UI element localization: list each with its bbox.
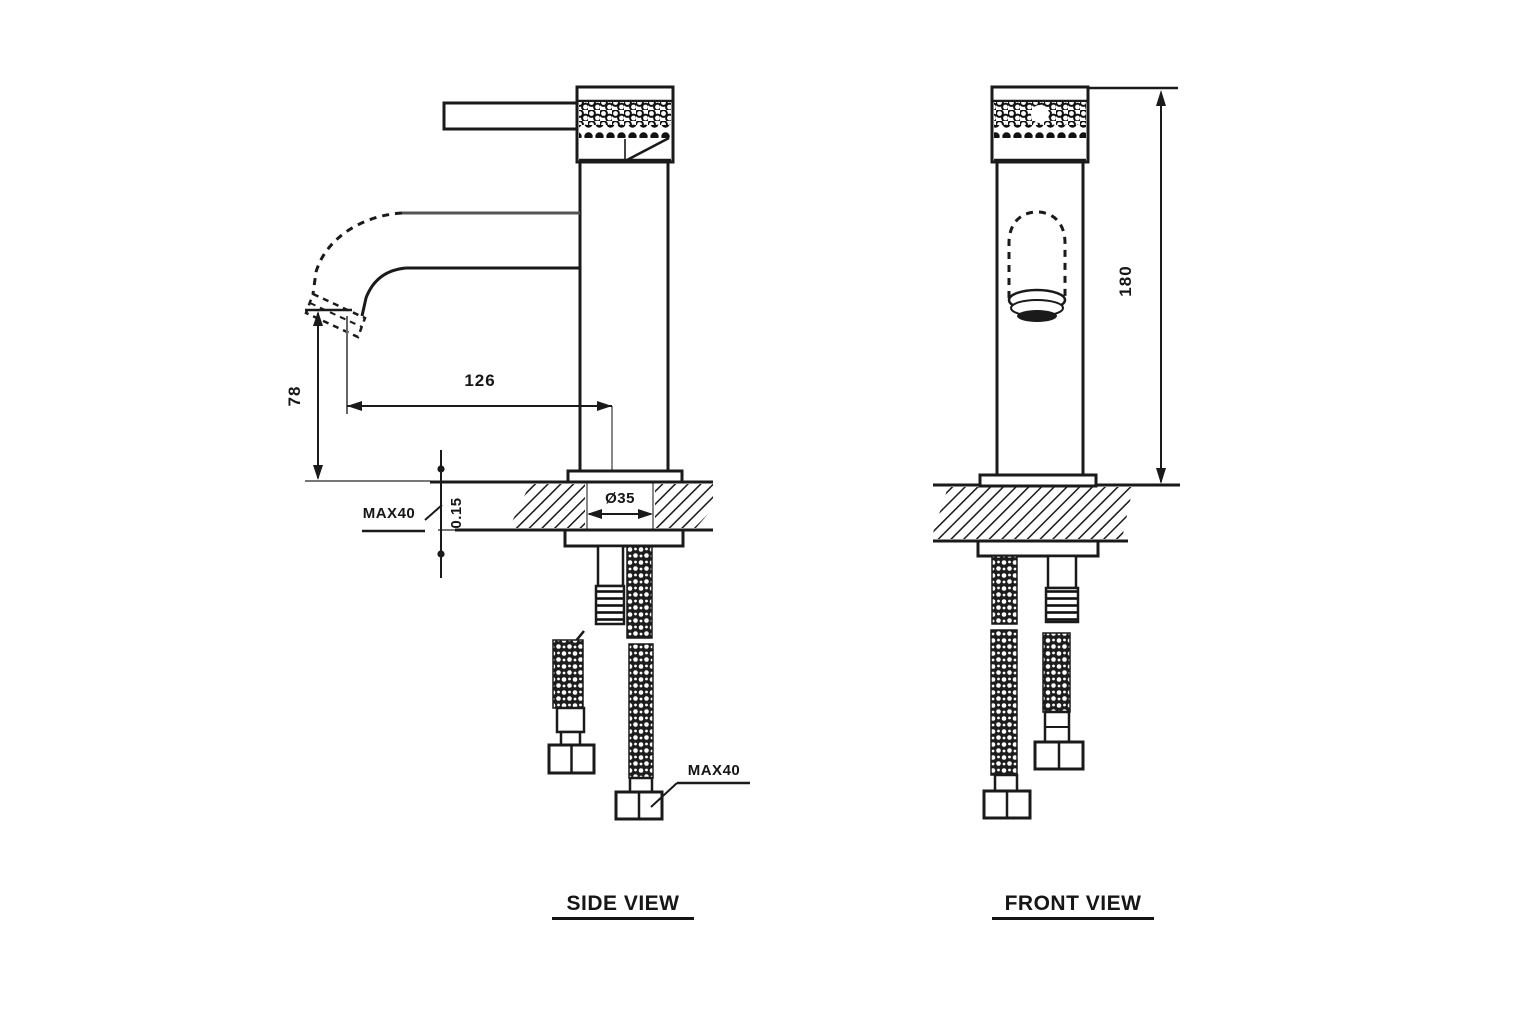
- front-view: [931, 85, 1180, 820]
- hole-diameter-label: Ø35: [605, 490, 635, 507]
- knurl-texture: [579, 102, 671, 126]
- base-flange-top: [566, 469, 684, 484]
- dimension-spout-reach: [346, 316, 613, 479]
- spout: [304, 211, 580, 339]
- dimension-deck-thickness: [362, 450, 445, 578]
- dimension-spout-height: [305, 308, 352, 480]
- side-view-title: SIDE VIEW: [552, 893, 694, 920]
- stud-threads: [1044, 586, 1080, 624]
- arrowhead-right: [638, 509, 653, 519]
- threaded-stud: [594, 544, 626, 626]
- deck-hatch-right: [655, 484, 713, 528]
- base-flange-top: [978, 473, 1098, 488]
- cartridge-cap: [575, 85, 675, 164]
- deck-section: [931, 483, 1180, 543]
- arrowhead-left: [347, 401, 362, 411]
- hose-length-callout: [650, 781, 750, 808]
- supply-hose-short: [1033, 632, 1085, 771]
- supply-hose-long: [614, 545, 664, 821]
- dim-spout-height-label: 78: [285, 385, 304, 407]
- faucet-body: [578, 160, 670, 480]
- cartridge-cap: [990, 85, 1090, 164]
- arrowhead-right: [597, 401, 612, 411]
- arrowhead-down: [1156, 468, 1166, 484]
- deck-max-thickness-label: MAX40: [362, 505, 416, 522]
- arrowhead-left: [587, 509, 602, 519]
- hose-max-label: MAX40: [687, 762, 741, 779]
- spout-aerator-cap: [304, 292, 367, 339]
- hose-coupling: [555, 706, 586, 734]
- deck-hatch: [931, 487, 1133, 539]
- spout-front-profile: [1007, 210, 1067, 322]
- handle-lever: [442, 101, 580, 131]
- deck-note-label: 0.15: [448, 497, 465, 529]
- leader-line: [424, 504, 443, 521]
- dimension-overall-height: [1089, 86, 1178, 484]
- cap-set-screw: [1031, 105, 1049, 123]
- mounting-flange-bottom: [563, 528, 685, 548]
- side-view: [304, 85, 750, 821]
- deck-hatch-left: [509, 484, 585, 528]
- hose-coupling: [993, 773, 1019, 793]
- front-view-title: FRONT VIEW: [992, 893, 1154, 920]
- leader-line: [650, 782, 678, 808]
- dim-overall-height-label: 180: [1116, 265, 1135, 297]
- stud-threads: [594, 584, 626, 626]
- arrowhead-up: [1156, 90, 1166, 106]
- dim-spout-reach-label: 126: [464, 371, 496, 390]
- dimension-hole-diameter: [587, 509, 653, 519]
- supply-hose-short: [547, 630, 596, 775]
- aerator-outlet: [1017, 310, 1057, 322]
- supply-hose-long: [982, 555, 1032, 820]
- threaded-stud: [1044, 554, 1080, 624]
- mounting-flange-bottom: [976, 539, 1100, 558]
- arrowhead-up: [313, 311, 323, 326]
- arrowhead-down: [313, 465, 323, 480]
- hose-coupling: [628, 776, 654, 794]
